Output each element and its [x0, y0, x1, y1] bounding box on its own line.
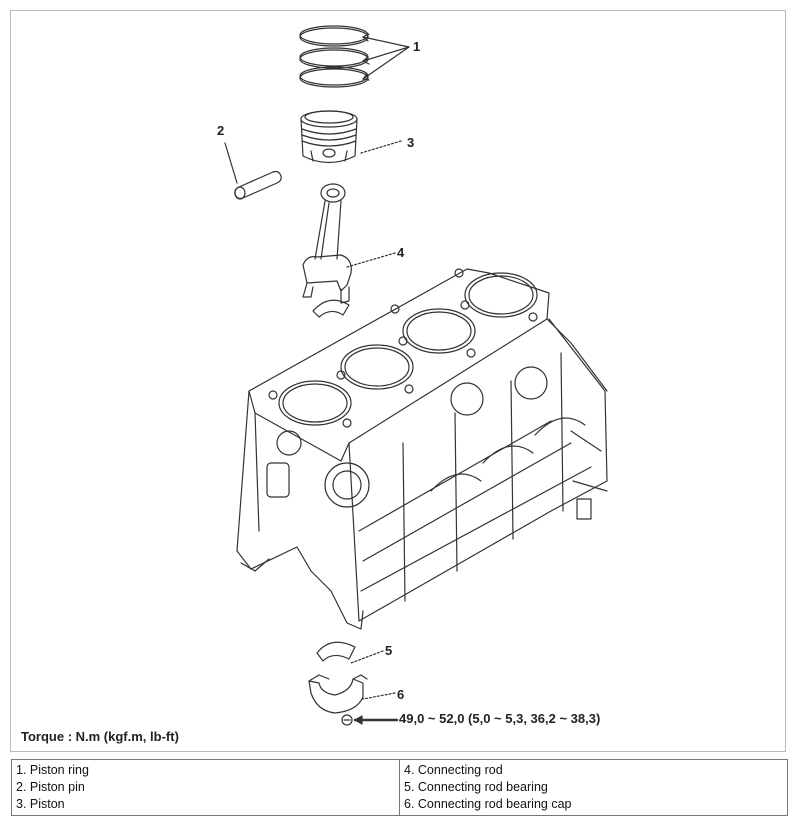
- legend-item: 1. Piston ring: [16, 763, 89, 777]
- torque-arrowhead: [354, 715, 363, 725]
- piston-pin-drawing: [234, 170, 282, 200]
- legend-table: 1. Piston ring 2. Piston pin 3. Piston 4…: [11, 759, 788, 816]
- cap-nut-drawing: [341, 714, 353, 726]
- torque-value: 49,0 ~ 52,0 (5,0 ~ 5,3, 36,2 ~ 38,3): [399, 711, 601, 726]
- legend-right-cell: 4. Connecting rod 5. Connecting rod bear…: [399, 759, 788, 816]
- bearing-cap-drawing: [308, 674, 368, 714]
- piston-pin-leader: [224, 142, 238, 184]
- legend-left-cell: 1. Piston ring 2. Piston pin 3. Piston: [11, 759, 400, 816]
- bearing-leader: [350, 650, 384, 664]
- legend-item: 3. Piston: [16, 797, 65, 811]
- legend-item: 4. Connecting rod: [404, 763, 503, 777]
- upper-bearing-shell: [312, 299, 350, 318]
- connecting-rod-leader: [346, 252, 396, 268]
- callout-1: 1: [413, 39, 421, 54]
- legend-item: 2. Piston pin: [16, 780, 85, 794]
- cylinder-block-drawing: [236, 268, 608, 630]
- callout-2: 2: [217, 123, 225, 138]
- lower-bearing-shell: [316, 641, 356, 662]
- callout-6: 6: [397, 687, 405, 702]
- piston-ring-drawing: [299, 25, 369, 88]
- bearing-cap-leader: [362, 692, 396, 700]
- callout-4: 4: [397, 245, 405, 260]
- torque-label: Torque : N.m (kgf.m, lb-ft): [21, 729, 179, 744]
- exploded-diagram: 1 2 3 4 5 6 49,0 ~ 52,0 (5,0 ~ 5,3, 36,2…: [10, 10, 786, 752]
- piston-leader: [360, 140, 402, 154]
- piston-drawing: [300, 110, 358, 164]
- callout-5: 5: [385, 643, 393, 658]
- legend-row: 1. Piston ring 2. Piston pin 3. Piston 4…: [11, 759, 788, 816]
- connecting-rod-drawing: [302, 183, 352, 304]
- diagram-drawing: [224, 25, 608, 726]
- piston-ring-leaders: [362, 33, 410, 81]
- legend-item: 5. Connecting rod bearing: [404, 780, 548, 794]
- callout-3: 3: [407, 135, 415, 150]
- legend-item: 6. Connecting rod bearing cap: [404, 797, 572, 811]
